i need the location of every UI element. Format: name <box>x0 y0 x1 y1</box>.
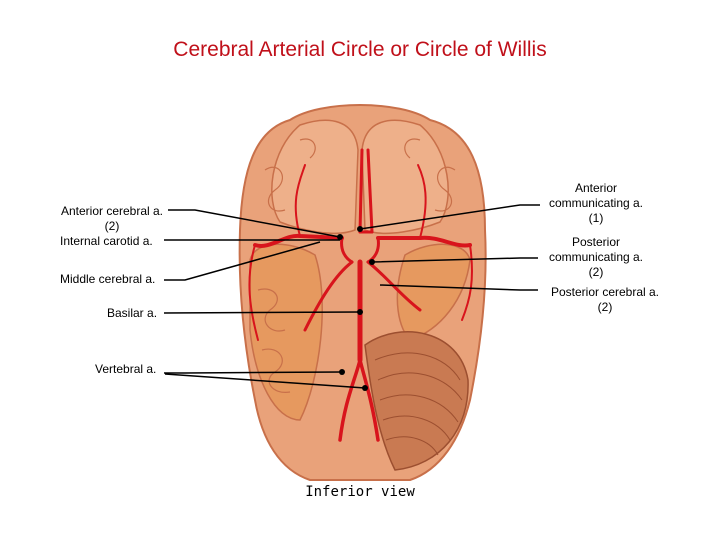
label-anterior-communicating-line1: Anterior <box>574 181 618 195</box>
right-temporal-lobe <box>396 243 471 341</box>
label-anterior-cerebral-text: Anterior cerebral a. <box>60 204 164 218</box>
label-internal-carotid: Internal carotid a. <box>60 234 153 248</box>
leader-dots <box>337 226 375 391</box>
label-middle-cerebral: Middle cerebral a. <box>60 272 156 286</box>
label-posterior-communicating-line1: Posterior <box>571 235 621 249</box>
label-anterior-communicating-line2: communicating a. <box>548 196 644 210</box>
posterior-cerebral-artery-left <box>303 260 354 332</box>
label-posterior-communicating: Posterior communicating a. (2) <box>540 235 652 280</box>
label-posterior-cerebral-text: Posterior cerebral a. <box>550 285 660 299</box>
label-posterior-communicating-line2: communicating a. <box>548 250 644 264</box>
label-posterior-communicating-count: (2) <box>588 265 604 279</box>
label-anterior-cerebral: Anterior cerebral a. (2) <box>54 204 170 234</box>
leader-posterior-communicating <box>371 257 538 263</box>
label-posterior-cerebral: Posterior cerebral a. (2) <box>542 285 668 315</box>
left-temporal-lobe <box>249 243 323 421</box>
leader-middle-cerebral <box>164 241 321 281</box>
cerebellum <box>364 331 469 471</box>
left-frontal-lobe <box>271 119 359 235</box>
leader-anterior-communicating <box>359 204 540 230</box>
anterior-cerebral-artery-right <box>366 148 374 234</box>
label-anterior-communicating: Anterior communicating a. (1) <box>540 181 652 226</box>
right-frontal-lobe <box>361 119 449 235</box>
posterior-communicating-artery-left <box>340 236 354 264</box>
arteries <box>248 148 473 442</box>
leader-posterior-cerebral <box>379 284 538 291</box>
leader-lines <box>163 204 540 389</box>
label-vertebral: Vertebral a. <box>95 362 157 376</box>
leader-anterior-cerebral <box>168 209 341 238</box>
vertebral-artery-left <box>338 358 362 442</box>
view-caption: Inferior view <box>305 484 415 500</box>
leader-vertebral-2 <box>164 373 366 389</box>
leader-vertebral <box>164 371 343 374</box>
label-anterior-cerebral-count: (2) <box>104 219 120 233</box>
vertebral-artery-right <box>358 358 380 442</box>
label-basilar: Basilar a. <box>107 306 158 320</box>
brain-base <box>238 104 487 481</box>
page-title: Cerebral Arterial Circle or Circle of Wi… <box>173 38 547 61</box>
label-anterior-communicating-count: (1) <box>588 211 604 225</box>
anterior-cerebral-artery-left <box>358 148 364 234</box>
leader-basilar <box>163 311 361 314</box>
label-posterior-cerebral-count: (2) <box>597 300 613 314</box>
